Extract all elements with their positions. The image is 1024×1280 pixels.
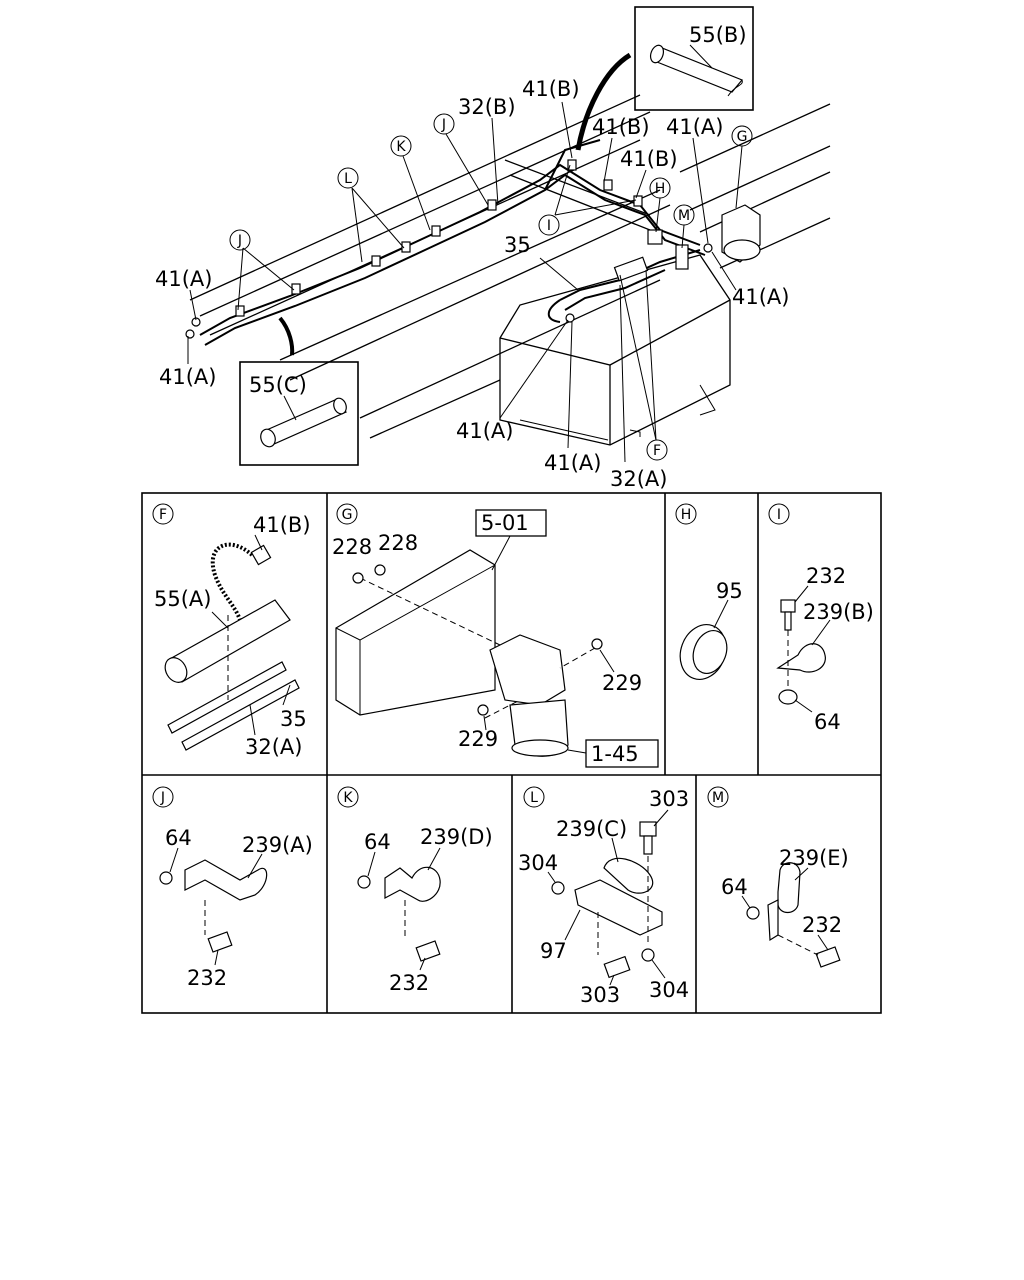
indicator-arc-bottom [278,316,295,356]
detail-G: G 5-01 1-45 228 228 229 229 [332,503,659,768]
detail-G-228b: 228 [378,531,418,555]
callout-41A-bottom2: 41(A) [544,451,601,475]
callout-41B-mid: 41(B) [592,115,650,139]
callout-55C: 55(C) [249,373,307,397]
inset-55B: 55(B) [634,6,754,111]
detail-I: I 232 239(B) 64 [768,503,874,734]
detail-L-239C: 239(C) [556,817,627,841]
detail-J-letter: J [160,790,165,806]
detail-I-232: 232 [806,564,846,588]
detail-J-232: 232 [187,966,227,990]
letter-K: K [396,139,406,155]
detail-F-41B: 41(B) [253,513,311,537]
callout-41A-left1: 41(A) [155,267,212,291]
callout-41A-left2: 41(A) [159,365,216,389]
detail-F-55A: 55(A) [154,587,211,611]
overview-callouts: 41(B) 32(B) 41(B) 41(A) 41(B) 41(A) 41(A… [155,77,789,491]
detail-F-letter: F [159,507,167,523]
detail-L-303b: 303 [580,983,620,1007]
leader-lines-overview [187,101,743,463]
callout-55B: 55(B) [689,23,747,47]
detail-F-35: 35 [280,707,307,731]
letter-L: L [344,171,352,187]
overview-letters: J L K J I G H M F [229,113,753,461]
fuel-tank [499,254,731,446]
detail-M-232: 232 [802,913,842,937]
callout-41A-top: 41(A) [666,115,723,139]
letter-F: F [653,443,661,459]
inset-55C: 55(C) [239,361,359,466]
detail-L-letter: L [530,790,538,806]
letter-H: H [655,181,666,197]
detail-K-232: 232 [389,971,429,995]
detail-L-303a: 303 [649,787,689,811]
detail-K-letter: K [343,790,353,806]
letter-J2: J [441,117,446,133]
callout-41A-right: 41(A) [732,285,789,309]
detail-J: J 64 239(A) 232 [152,786,313,990]
fuel-filter-overview [721,204,761,263]
detail-L-304a: 304 [518,851,558,875]
clamp-marks [185,159,713,339]
indicator-arc-top [575,52,632,151]
detail-M-64: 64 [721,875,748,899]
detail-L: L 239(C) 303 304 97 303 304 [518,786,689,1007]
detail-K: K 64 239(D) 232 [337,786,493,995]
letter-G: G [737,129,748,145]
detail-G-ref-5-01: 5-01 [481,511,529,535]
detail-G-letter: G [342,507,353,523]
detail-F: F 41(B) 55(A) 35 32(A) [152,503,311,759]
detail-G-229b: 229 [458,727,498,751]
detail-F-32A: 32(A) [245,735,302,759]
callout-35: 35 [504,233,531,257]
detail-I-239B: 239(B) [803,600,874,624]
detail-G-ref-1-45: 1-45 [591,742,639,766]
letter-M: M [678,208,690,224]
detail-M-239E: 239(E) [779,846,849,870]
callout-41A-bottom1: 41(A) [456,419,513,443]
callout-32A: 32(A) [610,467,667,491]
detail-J-239A: 239(A) [242,833,313,857]
callout-32B: 32(B) [458,95,516,119]
detail-G-229a: 229 [602,671,642,695]
detail-H-95: 95 [716,579,743,603]
detail-K-239D: 239(D) [420,825,493,849]
detail-I-64: 64 [814,710,841,734]
detail-L-304b: 304 [649,978,689,1002]
callout-41B-right: 41(B) [620,147,678,171]
detail-M-letter: M [712,790,724,806]
detail-K-64: 64 [364,830,391,854]
detail-I-letter: I [777,507,781,523]
detail-H: H 95 [675,503,743,680]
detail-L-97: 97 [540,939,567,963]
letter-I: I [547,218,551,234]
detail-M: M 239(E) 64 232 [707,786,849,968]
callout-41B-top: 41(B) [522,77,580,101]
letter-J1: J [237,233,242,249]
detail-grid [141,492,882,1014]
detail-H-letter: H [681,507,692,523]
detail-G-228a: 228 [332,535,372,559]
detail-J-64: 64 [165,826,192,850]
